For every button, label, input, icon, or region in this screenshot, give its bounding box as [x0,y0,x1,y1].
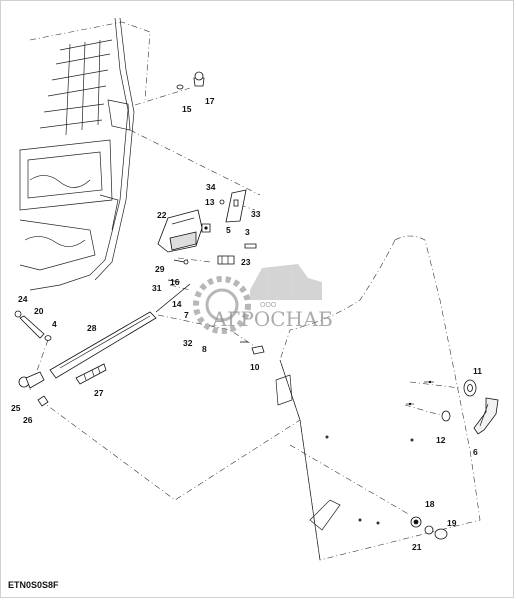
part-20-rod [19,315,45,339]
callout-14: 14 [172,299,182,309]
callout-29: 29 [155,264,165,274]
callout-26: 26 [23,415,33,425]
callout-32: 32 [183,338,193,348]
part-11-flange [463,379,477,397]
callout-12: 12 [436,435,446,445]
part-10-bushing [251,345,265,355]
part-27-cover [75,363,107,385]
callout-19: 19 [447,518,457,528]
callout-27: 27 [94,388,104,398]
part-18-grommet [410,516,422,528]
part-33-bracket [225,189,247,223]
watermark-company-name: АГРОСНАБ [212,307,333,331]
figure-code: ETN0S0S8F [8,580,59,590]
callout-5: 5 [226,225,231,235]
callout-17: 17 [205,96,215,106]
callout-11: 11 [473,366,482,376]
callout-33: 33 [251,209,261,219]
part-14-rod [155,283,191,313]
callout-28: 28 [87,323,97,333]
callout-18: 18 [425,499,435,509]
callout-7: 7 [184,310,189,320]
part-6-handle [473,397,499,435]
part-12-washer [441,410,451,422]
watermark-logo [193,264,322,334]
callout-4: 4 [52,319,57,329]
part-23-clip [217,255,235,265]
callout-20: 20 [34,306,44,316]
part-28-seal [49,311,157,379]
callout-34: 34 [206,182,216,192]
callout-25: 25 [11,403,21,413]
part-4-washer [44,335,52,341]
part-15-washer [176,84,184,90]
leader-lines [29,87,461,516]
part-13-screw [219,199,225,205]
callout-23: 23 [241,257,251,267]
part-29-pin [173,259,189,265]
callout-22: 22 [157,210,167,220]
part-3-bolt [244,243,257,249]
cab-frame [19,17,151,291]
watermark-prefix: ООО [260,302,277,309]
callout-10: 10 [250,362,260,372]
part-17-knob [193,71,205,87]
callout-8: 8 [202,344,207,354]
fastener-lower-glass [406,402,414,406]
callout-15: 15 [182,104,192,114]
callout-3: 3 [245,227,250,237]
callout-13: 13 [205,197,215,207]
part-5-nut [201,223,211,233]
part-19-cap [434,528,448,540]
callout-24: 24 [18,294,28,304]
part-26-nut [37,395,49,407]
callout-21: 21 [412,542,422,552]
part-24-nut [14,310,22,318]
part-25-balljoint [18,371,45,389]
fastener-upper-glass [424,380,434,384]
callout-6: 6 [473,447,478,457]
callout-16: 16 [170,277,180,287]
part-22-latch [157,209,203,253]
part-16-pin [167,279,181,283]
part-21-nut [424,525,434,535]
callout-31: 31 [152,283,162,293]
